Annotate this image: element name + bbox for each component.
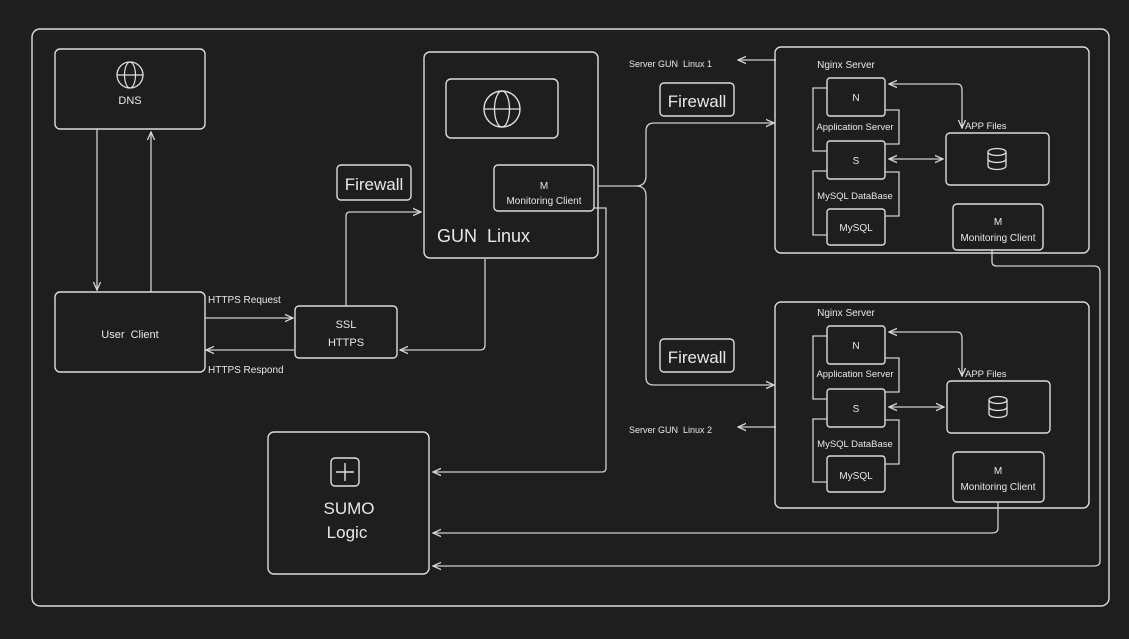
- server1-mysql-db-label: MySQL DataBase: [817, 191, 893, 202]
- gun-monitoring-label: Monitoring Client: [506, 196, 581, 207]
- ssl-node: SSL HTTPS: [294, 305, 398, 359]
- gun-to-server2-arrow: [635, 185, 774, 385]
- gun-linux-label: GUN Linux: [437, 226, 530, 246]
- firewall-bottom: Firewall: [659, 338, 735, 373]
- server2-app-server-label: Application Server: [816, 369, 893, 380]
- server1-n-label: N: [852, 93, 859, 104]
- globe-icon: [116, 61, 144, 89]
- gun-to-sumo-arrow: [433, 207, 607, 472]
- server1-node: Nginx Server N Application Server S MySQ…: [774, 46, 1090, 254]
- server1-caption: Server GUN Linux 1: [629, 59, 712, 69]
- sumo-label-1: SUMO: [324, 499, 375, 518]
- https-request-label: HTTPS Request: [208, 295, 281, 306]
- ssl-label-2: HTTPS: [328, 337, 364, 349]
- user-client-label: User Client: [101, 329, 158, 341]
- server1-monitoring-label: Monitoring Client: [960, 233, 1035, 244]
- server2-n-box: [826, 325, 886, 365]
- server1-mysql-label: MySQL: [839, 223, 873, 234]
- dns-node: DNS: [54, 48, 206, 130]
- server1-s-box: [826, 140, 886, 180]
- https-respond-label: HTTPS Respond: [208, 365, 284, 376]
- firewall-top-label: Firewall: [668, 92, 727, 111]
- ssl-to-gun-arrow: [345, 212, 421, 306]
- server2-app-files-label: APP Files: [965, 369, 1007, 380]
- server2-n-label: N: [852, 341, 859, 352]
- server1-nginx-label: Nginx Server: [817, 60, 875, 71]
- server1-connector-right-2: [885, 171, 900, 217]
- ssl-label-1: SSL: [336, 319, 357, 331]
- server1-n-to-appfiles-arrow: [889, 84, 962, 128]
- globe-icon: [483, 90, 521, 128]
- server1-n-box: [826, 77, 886, 117]
- server1-connector-left-2: [812, 170, 827, 236]
- server2-mysql-db-label: MySQL DataBase: [817, 439, 893, 450]
- server1-app-files-label: APP Files: [965, 121, 1007, 132]
- gun-to-server1-arrow: [598, 123, 774, 187]
- database-icon: [987, 147, 1007, 171]
- sumo-logic-node: SUMO Logic: [267, 431, 430, 575]
- server2-connector-left-2: [812, 418, 827, 483]
- database-icon: [988, 395, 1008, 419]
- server1-monitoring-m: M: [994, 217, 1002, 228]
- server2-connector-left: [812, 335, 827, 400]
- gun-linux-node: M Monitoring Client GUN Linux: [423, 51, 599, 259]
- server1-connector-left: [812, 87, 827, 152]
- server2-monitoring-box: [952, 451, 1045, 503]
- firewall-top: Firewall: [659, 82, 735, 117]
- server2-monitoring-label: Monitoring Client: [960, 482, 1035, 493]
- server2-s-label: S: [853, 404, 860, 415]
- server2-monitoring-m: M: [994, 466, 1002, 477]
- gun-monitoring-m: M: [540, 181, 548, 192]
- server1-s-label: S: [853, 156, 860, 167]
- firewall-bottom-label: Firewall: [668, 348, 727, 367]
- server2-caption: Server GUN Linux 2: [629, 425, 712, 435]
- server2-n-to-appfiles-arrow: [889, 332, 962, 376]
- user-client-node: User Client: [54, 291, 206, 373]
- plus-square-icon: [330, 457, 360, 487]
- firewall-left: Firewall: [336, 164, 412, 201]
- outer-frame: [31, 28, 1110, 607]
- sumo-label-2: Logic: [327, 523, 368, 542]
- server1-app-server-label: Application Server: [816, 122, 893, 133]
- gun-to-ssl-arrow: [400, 259, 486, 350]
- server1-monitoring-box: [952, 203, 1044, 251]
- server1-mysql-box: [826, 208, 886, 246]
- server2-nginx-label: Nginx Server: [817, 308, 875, 319]
- server1-monitoring-to-sumo-arrow: [433, 250, 1101, 566]
- dns-label: DNS: [118, 95, 141, 107]
- firewall-left-label: Firewall: [345, 175, 404, 194]
- server1-app-files-box: [945, 132, 1050, 186]
- server2-app-files-box: [946, 380, 1051, 434]
- server2-connector-right-2: [885, 419, 900, 465]
- server2-node: Nginx Server N Application Server S MySQ…: [774, 301, 1090, 509]
- server2-mysql-box: [826, 455, 886, 493]
- server2-mysql-label: MySQL: [839, 471, 873, 482]
- server2-s-box: [826, 388, 886, 428]
- server2-monitoring-to-sumo-arrow: [433, 502, 999, 533]
